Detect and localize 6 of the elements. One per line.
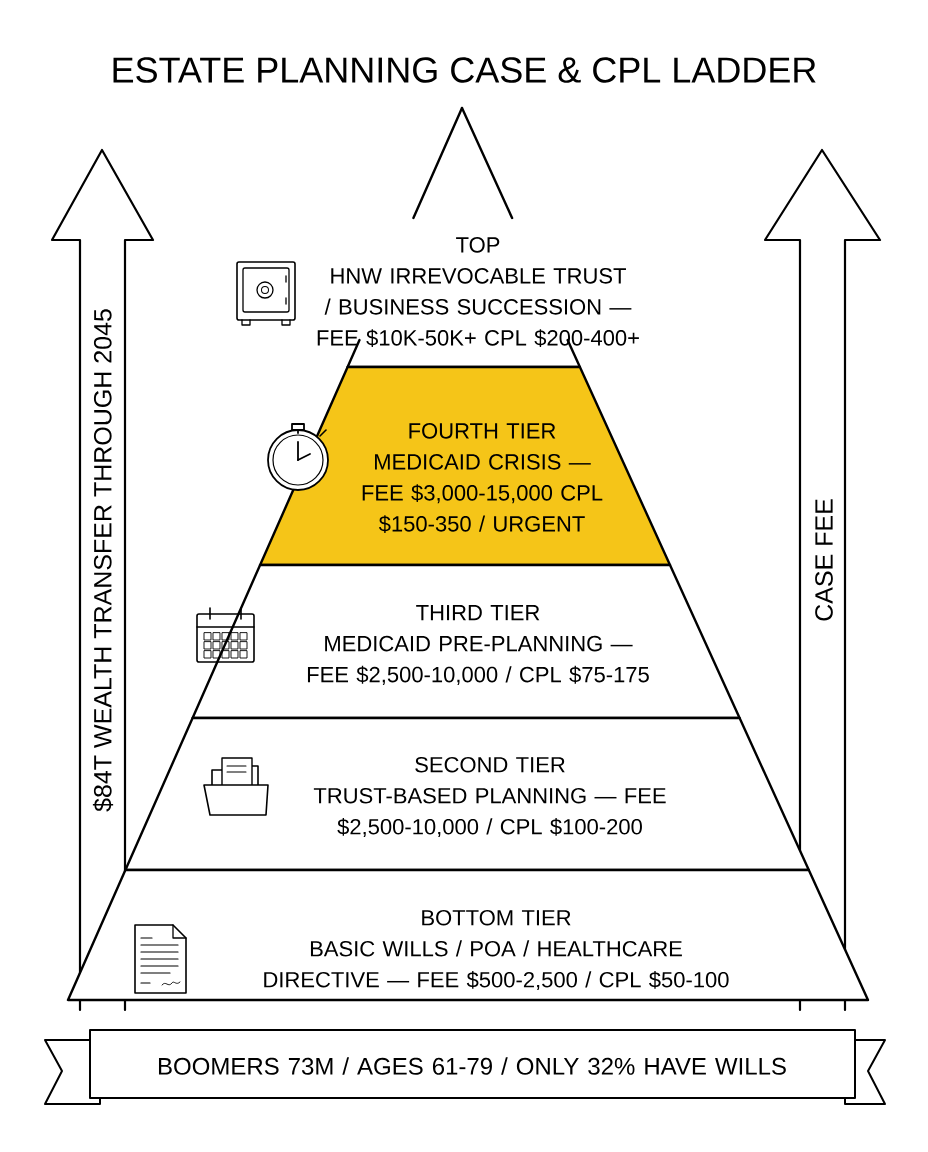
pyramid-tier: FOURTH TIER MEDICAID CRISIS — FEE $3,000-15,000 CPL $150-350 / URGENT: [258, 365, 672, 567]
banner: BOOMERS 73M / AGES 61-79 / ONLY 32% HAVE WILLS: [44, 1029, 886, 1105]
pyramid-tier: THIRD TIER MEDICAID PRE-PLANNING — FEE $2,500-10,000 / CPL $75-175: [191, 563, 741, 720]
title: ESTATE PLANNING CASE & CPL LADDER: [113, 57, 816, 83]
arrow-label: CASE FEE: [815, 499, 833, 621]
arrow-label: $84T WEALTH TRANSFER THROUGH 2045: [92, 309, 114, 812]
